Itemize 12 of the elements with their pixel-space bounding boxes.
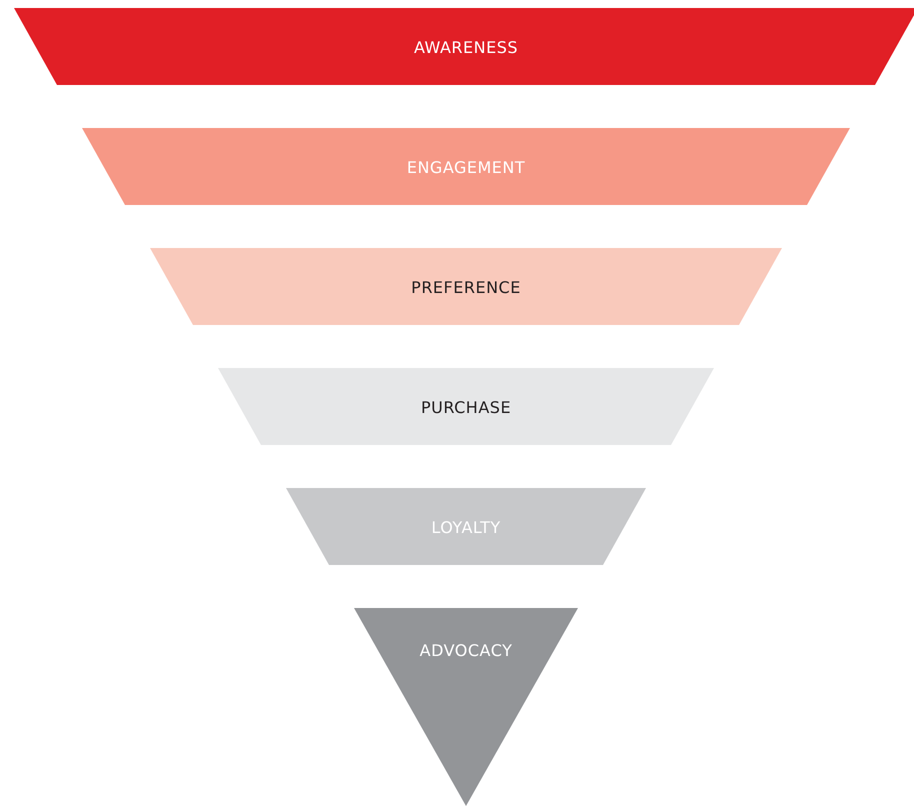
stage-label: LOYALTY (431, 518, 501, 537)
stage-label: ENGAGEMENT (406, 158, 526, 177)
funnel-tip (354, 608, 578, 806)
funnel-band (82, 128, 850, 205)
funnel-band (218, 368, 714, 445)
stage-label: AWARENESS (414, 38, 518, 57)
stage-label: PREFERENCE (411, 278, 521, 297)
funnel-band (286, 488, 646, 565)
stage-label: ADVOCACY (420, 641, 512, 660)
stage-label: PURCHASE (420, 398, 512, 417)
funnel-band (150, 248, 782, 325)
funnel-band (14, 8, 914, 85)
